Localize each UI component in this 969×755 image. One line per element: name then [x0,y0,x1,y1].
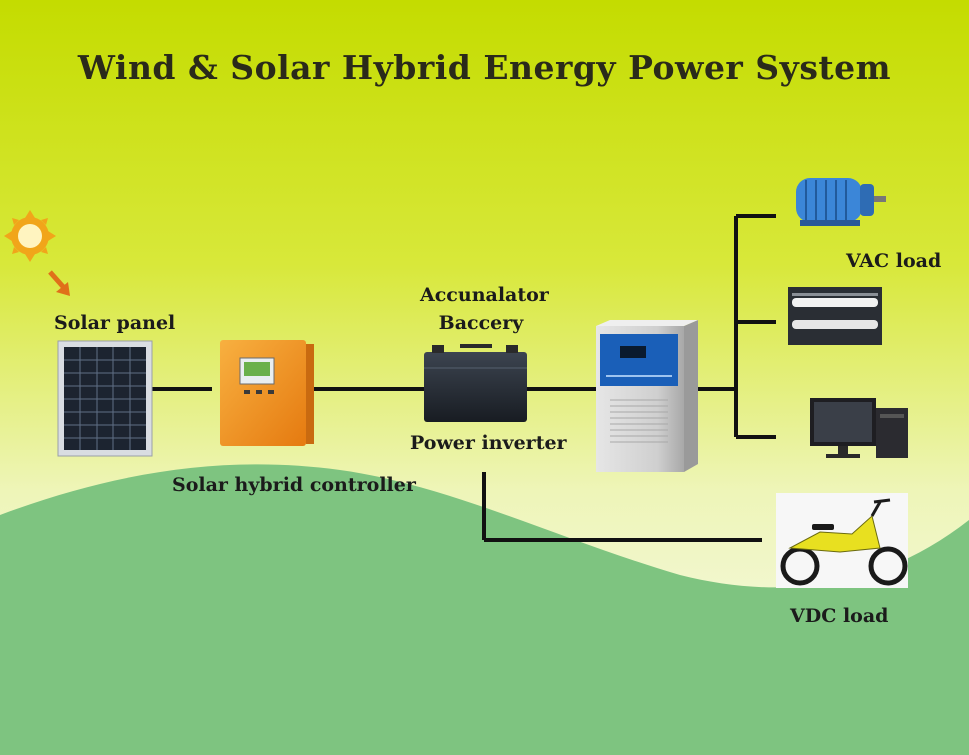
ac-motor-image [796,178,886,226]
sunlight-arrow-icon [48,270,70,296]
accumulator-label-line1: Accunalator [420,284,549,306]
green-hill [0,464,969,755]
vdc-load-label: VDC load [790,605,889,627]
power-inverter-image [596,320,698,472]
power-inverter-label: Power inverter [410,432,567,454]
controller-label: Solar hybrid controller [172,474,416,496]
electric-scooter-image [776,493,908,588]
solar-panel-label: Solar panel [54,312,176,334]
fluorescent-lamp-image [788,287,882,345]
vac-load-label: VAC load [846,250,942,272]
computer-image [810,398,908,458]
diagram-title: Wind & Solar Hybrid Energy Power System [77,48,892,87]
accumulator-label-line2: Baccery [438,312,524,334]
accumulator-battery-image [424,344,527,422]
hybrid-controller-image [220,340,314,446]
sun-icon [4,210,56,262]
solar-panel-image [57,340,153,457]
wiring [152,214,776,542]
